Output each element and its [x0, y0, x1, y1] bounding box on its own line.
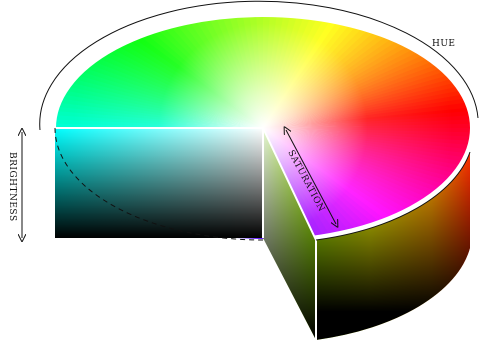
cut-face-left: [55, 128, 263, 238]
hue-label: HUE: [432, 39, 456, 49]
brightness-label: BRIGHTNESS: [7, 152, 17, 222]
